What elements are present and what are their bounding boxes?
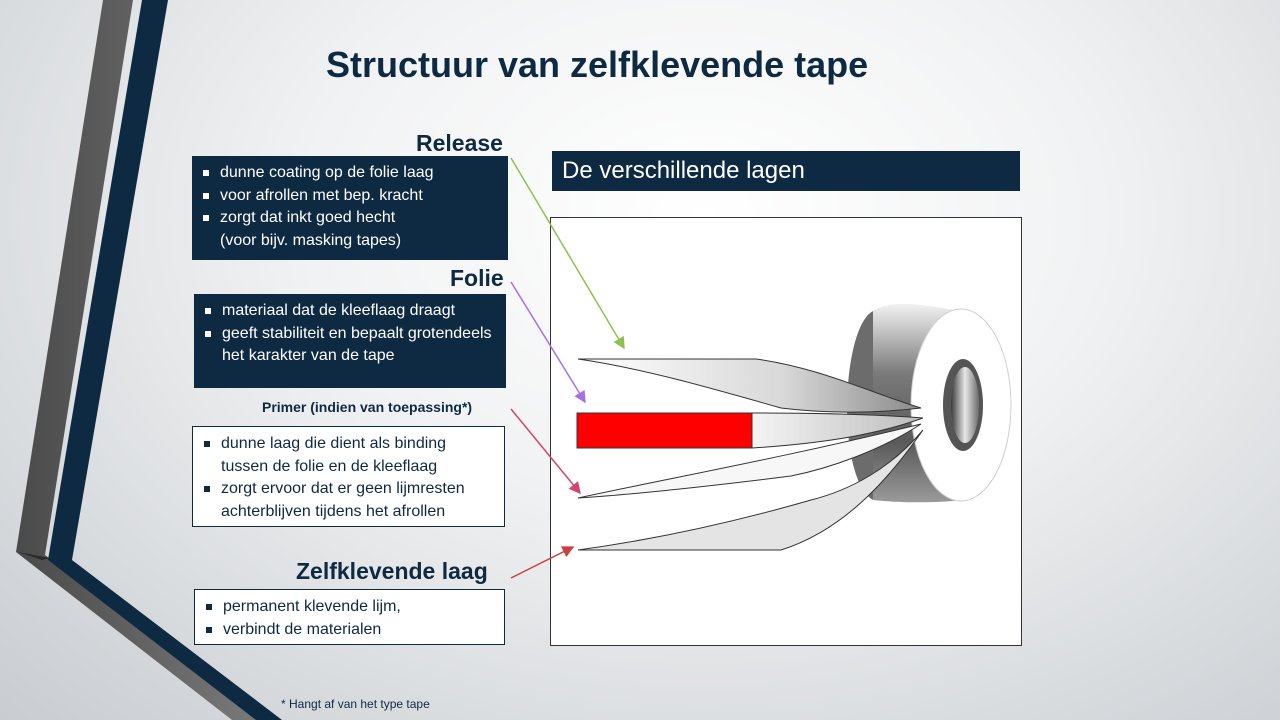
diagram-title: De verschillende lagen	[552, 151, 1020, 191]
release-box: dunne coating op de folie laag voor afro…	[192, 156, 508, 260]
folie-bullet: geeft stabiliteit en bepaalt grotendeels…	[204, 323, 498, 368]
primer-heading: Primer (indien van toepassing*)	[262, 399, 473, 415]
folie-heading: Folie	[450, 265, 504, 291]
primer-box: dunne laag die dient als binding tussen …	[192, 426, 505, 527]
footnote: * Hangt af van het type tape	[281, 697, 430, 711]
tape-layers-diagram	[550, 217, 1022, 646]
primer-bullet: dunne laag die dient als binding tussen …	[203, 433, 496, 478]
adhesive-bullet: verbindt de materialen	[205, 619, 496, 642]
folie-bullet: materiaal dat de kleeflaag draagt	[204, 300, 498, 323]
decorative-stripes	[16, 0, 282, 720]
primer-bullet: zorgt ervoor dat er geen lijmresten acht…	[203, 478, 496, 523]
adhesive-box: permanent klevende lijm, verbindt de mat…	[194, 589, 505, 645]
release-heading: Release	[416, 130, 503, 156]
folie-box: materiaal dat de kleeflaag draagt geeft …	[194, 294, 506, 388]
release-bullet: (voor bijv. masking tapes)	[220, 231, 402, 249]
release-bullet: voor afrollen met bep. kracht	[202, 185, 500, 208]
adhesive-bullet: permanent klevende lijm,	[205, 596, 496, 619]
adhesive-heading: Zelfklevende laag	[296, 558, 488, 584]
page-title: Structuur van zelfklevende tape	[326, 44, 869, 85]
release-bullet: dunne coating op de folie laag	[202, 162, 500, 185]
release-bullet: zorgt dat inkt goed hecht	[202, 207, 500, 230]
tape-roll-illustration	[576, 303, 1012, 551]
